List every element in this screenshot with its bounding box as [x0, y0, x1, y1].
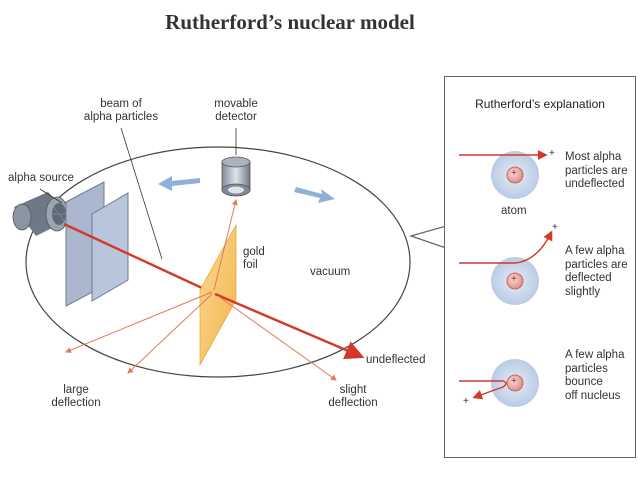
atom-label: atom: [501, 205, 527, 217]
diagram-title: Rutherford’s nuclear model: [165, 10, 415, 34]
label-detector: movable detector: [200, 98, 272, 124]
ray-to-detector: [213, 199, 238, 291]
ray-large-deflection-1: [65, 291, 213, 353]
collimator-plate-2: [91, 192, 129, 302]
nucleus-sign-3: +: [511, 376, 517, 387]
particle-sign-3: +: [463, 396, 469, 407]
label-vacuum: vacuum: [310, 266, 351, 278]
label-beam: beam of alpha particles: [68, 98, 174, 124]
nucleus-sign-1: +: [511, 168, 517, 179]
path-bounce-back: [459, 380, 507, 400]
path-deflected-slightly: [459, 230, 553, 264]
leader-source: [39, 188, 63, 204]
detector-icon: [221, 156, 251, 197]
nucleus-1: [506, 166, 524, 184]
explanation-item-3: A few alpha particles bounce off nucleus: [565, 349, 625, 402]
label-gold-foil-text: gold foil: [243, 246, 265, 271]
undeflected-beam: [214, 292, 365, 360]
rotation-arrow-right-icon: [294, 187, 335, 203]
explanation-atoms: [459, 150, 553, 407]
particle-sign-1: +: [549, 148, 555, 159]
explanation-panel: Rutherford’s explanation + + + + + + ato…: [444, 76, 636, 458]
explanation-title: Rutherford’s explanation: [475, 97, 605, 111]
label-undeflected: undeflected: [366, 354, 426, 366]
label-beam-text: beam of alpha particles: [83, 98, 159, 123]
explanation-item-1: Most alpha particles are undeflected: [565, 151, 628, 190]
explanation-item-2: A few alpha particles are deflected slig…: [565, 245, 628, 298]
label-source: alpha source: [8, 172, 74, 184]
particle-sign-2: +: [552, 222, 558, 233]
label-detector-text: movable detector: [214, 98, 258, 123]
nucleus-2: [506, 272, 524, 290]
label-large-deflection-text: large deflection: [51, 384, 101, 409]
ray-large-deflection-2: [127, 293, 213, 374]
nucleus-sign-2: +: [511, 274, 517, 285]
leader-beam: [120, 127, 163, 260]
nucleus-3: [506, 374, 524, 392]
label-slight-deflection-text: slight deflection: [328, 384, 378, 409]
alpha-source-icon: [12, 192, 72, 236]
callout-pointer: [408, 225, 447, 249]
alpha-beam: [63, 222, 216, 296]
label-gold-foil: gold foil: [243, 246, 265, 272]
label-large-deflection: large deflection: [44, 384, 108, 410]
ray-slight-deflection: [217, 295, 337, 381]
detector-orbit: [25, 146, 411, 378]
label-slight-deflection: slight deflection: [318, 384, 388, 410]
rotation-arrow-left-icon: [158, 176, 200, 191]
